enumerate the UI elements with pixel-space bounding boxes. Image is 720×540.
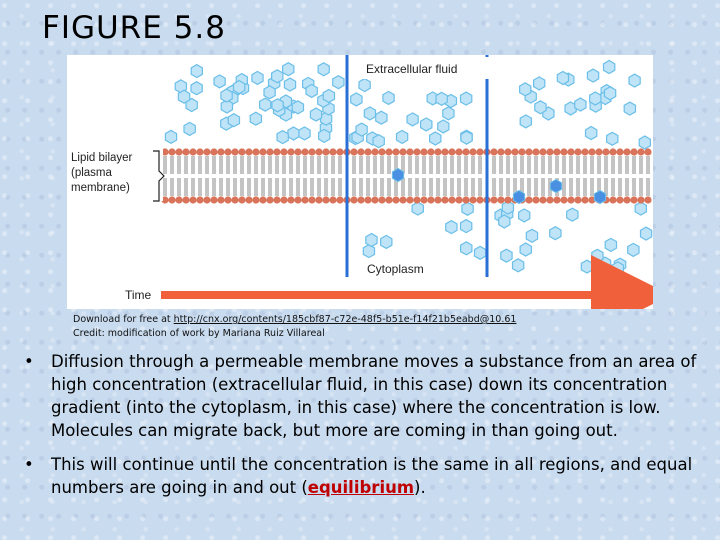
bullet-text-2-after: ). [414, 478, 426, 497]
lipid-label-bg [67, 147, 163, 201]
bullet-dot-icon: • [24, 352, 34, 371]
figure-caption: Download for free at http://cnx.org/cont… [73, 313, 693, 341]
bullet-text-2-before: This will continue until the concentrati… [51, 455, 693, 497]
cytoplasm-label-bg [363, 258, 435, 278]
lipid-bilayer [161, 148, 652, 204]
diffusion-diagram: Extracellular fluid Cytoplasm Lipid bila… [67, 55, 653, 309]
lipid-bilayer-label-3: membrane) [71, 182, 130, 194]
bullet-text-1: Diffusion through a permeable membrane m… [51, 352, 697, 440]
credit-line: Credit: modification of work by Mariana … [73, 328, 325, 339]
lipid-bilayer-bracket [153, 150, 165, 202]
download-prefix: Download for free at [73, 314, 174, 325]
lipid-bilayer-label-2: (plasma [71, 167, 113, 179]
diffusion-figure: Extracellular fluid Cytoplasm Lipid bila… [67, 55, 653, 309]
equilibrium-term: equilibrium [307, 478, 415, 497]
extracellular-label: Extracellular fluid [366, 62, 457, 76]
slide-title: FIGURE 5.8 [42, 10, 226, 46]
cytoplasm-label: Cytoplasm [367, 262, 424, 276]
extracellular-label-bg [362, 57, 494, 79]
lipid-bilayer-label-1: Lipid bilayer [71, 152, 133, 164]
time-label: Time [125, 288, 152, 302]
membrane-molecules [391, 167, 607, 205]
bullet-dot-icon: • [24, 455, 34, 474]
bullet-item-1: • Diffusion through a permeable membrane… [24, 350, 704, 442]
download-link[interactable]: http://cnx.org/contents/185cbf87-c72e-48… [173, 314, 517, 325]
download-line: Download for free at http://cnx.org/cont… [73, 313, 693, 327]
bullet-item-2: • This will continue until the concentra… [24, 453, 704, 499]
bullet-list: • Diffusion through a permeable membrane… [24, 350, 704, 510]
